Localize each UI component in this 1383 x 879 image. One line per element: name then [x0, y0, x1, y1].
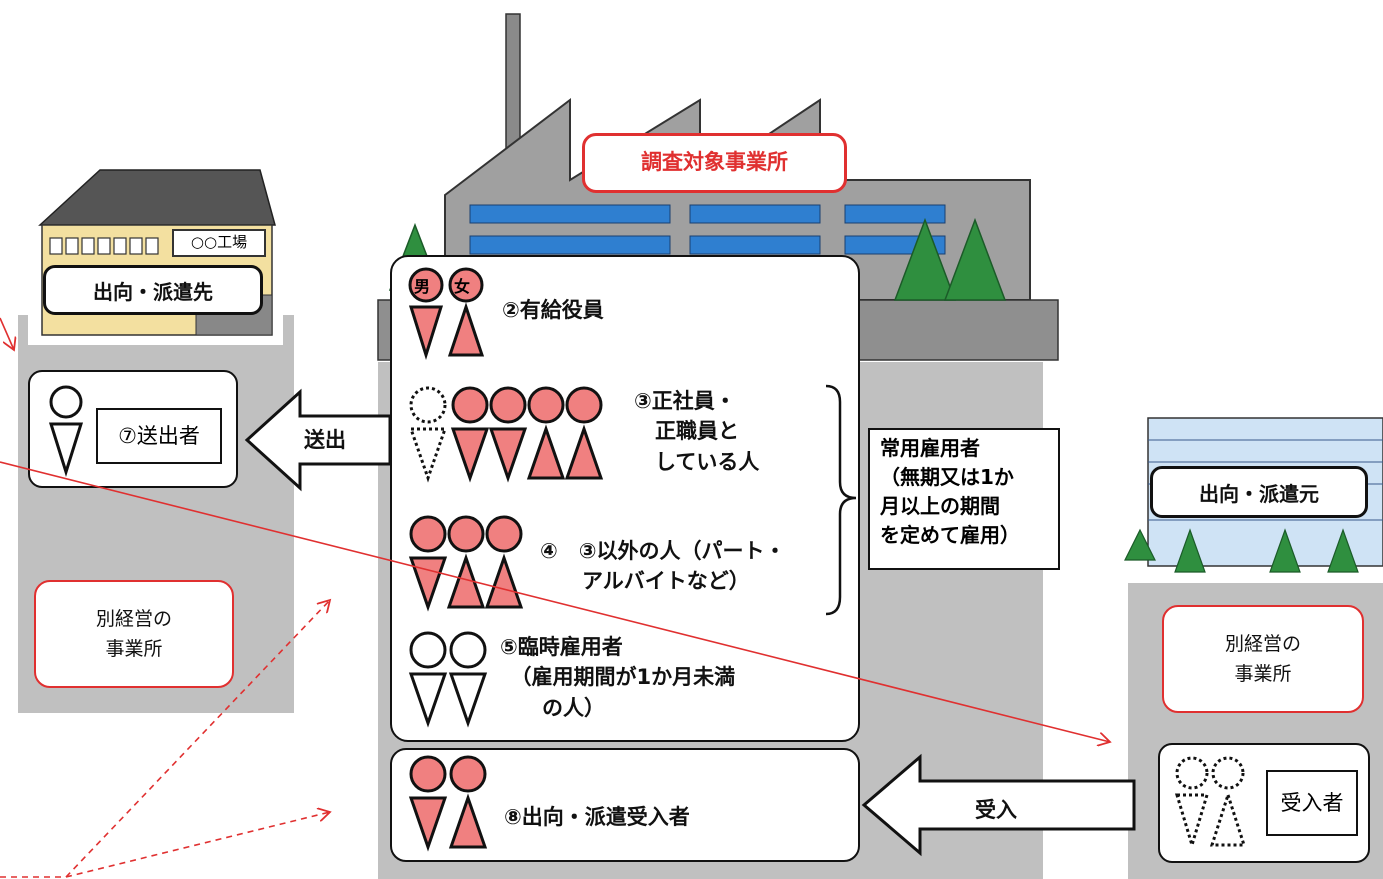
factory-plate: ○○工場 [172, 229, 266, 257]
officer-icons [408, 267, 485, 361]
dest-separate-office: 別経営の 事業所 [34, 580, 234, 688]
regular-employee-brace [825, 384, 857, 616]
arrow-line [0, 317, 14, 350]
receiver-label: 受入者 [1266, 770, 1358, 836]
dest-sign: 出向・派遣先 [43, 265, 263, 315]
received-label: ⑧出向・派遣受入者 [504, 805, 690, 829]
other-worker-label: ④ ③以外の人（パート・ アルバイトなど） [540, 539, 786, 594]
source-sign: 出向・派遣元 [1150, 466, 1368, 518]
person-outline-icon [48, 385, 84, 478]
person-dotted-icon [1174, 756, 1247, 851]
dashed-arrow-line [65, 812, 330, 878]
send-arrow-label: 送出 [304, 428, 346, 452]
arrow-line [0, 461, 1110, 742]
officer-label: ②有給役員 [502, 298, 604, 322]
receive-arrow [861, 753, 1136, 857]
other-worker-icons [408, 515, 524, 612]
dashed-arrow-line [65, 600, 330, 878]
regular-staff-icons [408, 386, 604, 483]
received-worker-icons [408, 755, 488, 852]
temporary-worker-icons [408, 631, 488, 728]
male-glyph: 男 [414, 277, 431, 296]
survey-site-sign: 調査対象事業所 [582, 133, 847, 193]
sender-label: ⑦送出者 [96, 408, 222, 464]
female-glyph: 女 [454, 277, 471, 296]
source-separate-office: 別経営の 事業所 [1162, 605, 1364, 713]
temporary-worker-label: ⑤臨時雇用者 （雇用期間が1か月未満 の人） [500, 635, 736, 720]
regular-staff-label: ③正社員・ 正職員と している人 [634, 389, 760, 474]
receive-arrow-label: 受入 [975, 798, 1017, 822]
regular-employee-note: 常用雇用者 （無期又は1か 月以上の期間 を定めて雇用） [868, 428, 1060, 570]
